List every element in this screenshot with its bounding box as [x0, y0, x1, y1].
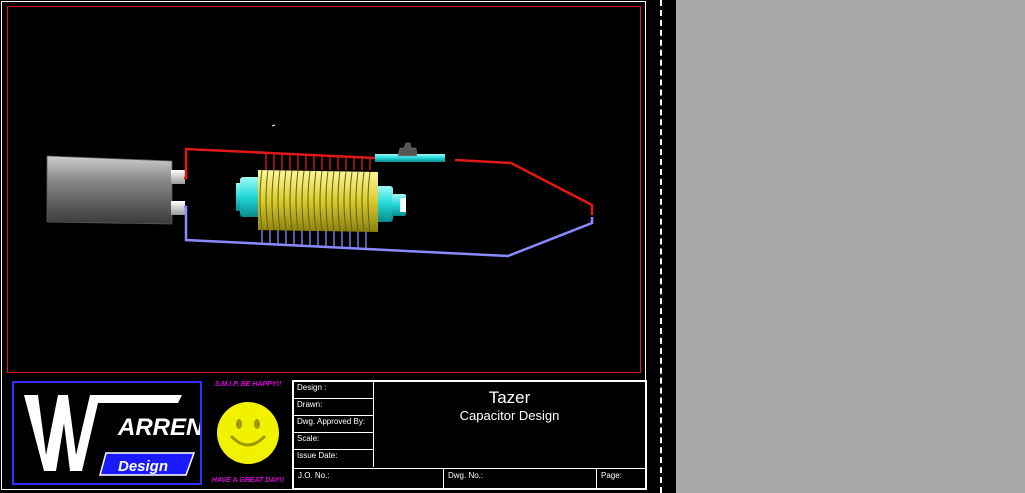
coil-leads-bottom	[261, 230, 367, 249]
negative-wire	[184, 205, 594, 258]
coil-core-left	[236, 177, 262, 217]
positive-wire	[184, 147, 376, 180]
drawing-frame	[7, 6, 641, 373]
drawing-sheet: ARREN Design S.M.I.P. BE HAPPY!! HAVE A …	[1, 1, 647, 490]
field-scale: Scale:	[294, 433, 374, 450]
coil-leads-top	[265, 153, 371, 170]
field-approved-by: Dwg. Approved By:	[294, 416, 374, 433]
tazer-diagram	[46, 124, 594, 258]
smiley-panel: S.M.I.P. BE HAPPY!! HAVE A GREAT DAY!!	[205, 378, 291, 490]
logo-tag: Design	[118, 458, 168, 475]
page-break-divider	[656, 0, 670, 493]
coil	[258, 169, 378, 233]
positive-wire-tip	[454, 158, 594, 215]
smiley-icon	[217, 402, 279, 464]
drawing-subtitle: Capacitor Design	[459, 408, 560, 423]
field-drawn: Drawn:	[294, 399, 374, 416]
title-block-footer: J.O. No.: Dwg. No.: Page:	[294, 468, 645, 489]
field-design: Design :	[294, 382, 374, 399]
slogan-bottom: HAVE A GREAT DAY!!	[211, 477, 285, 484]
battery	[46, 155, 185, 225]
title-block: Design : Drawn: Dwg. Approved By: Scale:…	[292, 380, 647, 490]
field-jo-no: J.O. No.:	[294, 469, 444, 489]
battery-terminal-positive	[171, 170, 185, 184]
field-issue-date: Issue Date:	[294, 450, 374, 467]
slogan-top: S.M.I.P. BE HAPPY!!	[214, 381, 282, 388]
stray-mark	[271, 124, 276, 127]
drawing-title: Tazer	[488, 388, 531, 407]
logo-name: ARREN	[117, 414, 200, 441]
field-dwg-no: Dwg. No.:	[444, 469, 597, 489]
company-logo: ARREN Design	[12, 381, 204, 485]
battery-terminal-negative	[171, 201, 185, 215]
empty-canvas-area	[676, 0, 1025, 493]
switch	[375, 142, 445, 162]
logo-w-mark: ARREN Design	[24, 395, 204, 476]
field-page: Page:	[601, 471, 622, 480]
page-break-line	[660, 0, 662, 493]
